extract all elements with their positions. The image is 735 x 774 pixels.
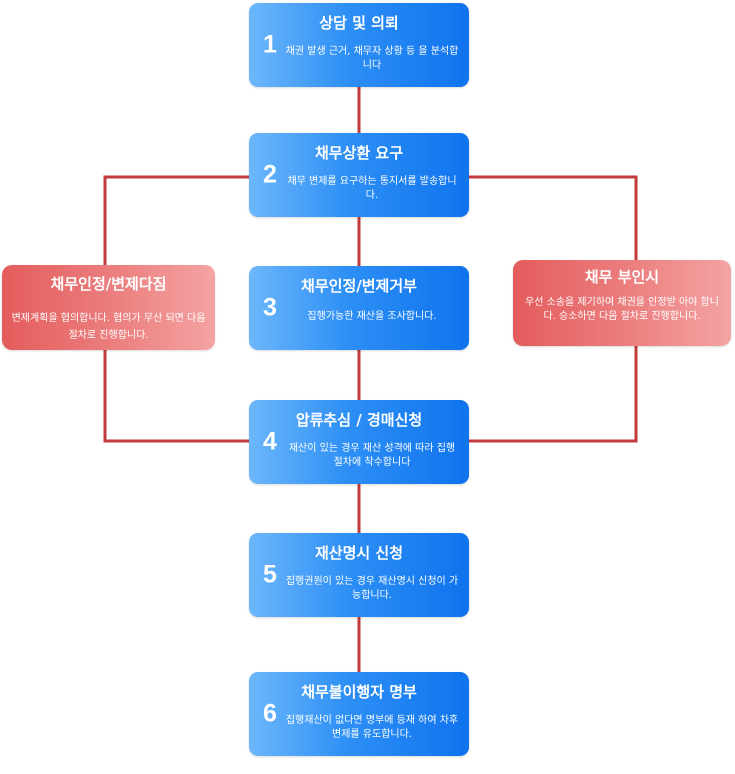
right-branch-title: 채무 부인시 xyxy=(584,268,660,286)
step-title: 채무상환 요구 xyxy=(314,144,404,162)
left-branch-box: 채무인정/변제다짐 변제계획을 협의합니다. 협의가 무산 되면 다음절차로 진… xyxy=(2,265,215,350)
right-branch-description: 우선 소송을 제기하여 채권을 인정받 아야 합니다. 승소하면 다음 절차로 … xyxy=(525,297,719,322)
step-description: 채무 변제를 요구하는 통지서를 발송합니다. xyxy=(287,176,457,201)
step-3-box: 3 채무인정/변제거부 집행가능한 재산을 조사합니다. xyxy=(249,266,469,350)
step-title: 채무인정/변제거부 xyxy=(301,277,417,295)
step-description: 집행재산이 없다면 명부에 등재 하여 차후 변제를 유도합니다. xyxy=(285,715,459,740)
step-number: 4 xyxy=(263,427,277,456)
step-title: 채무불이행자 명부 xyxy=(301,683,417,701)
step-description: 채권 발생 근거, 채무자 상황 등 을 분석합니다 xyxy=(285,46,459,71)
step-title: 재산명시 신청 xyxy=(314,544,404,562)
step-1-box: 1 상담 및 의뢰 채권 발생 근거, 채무자 상황 등 을 분석합니다 xyxy=(249,3,469,87)
step-number: 5 xyxy=(263,560,277,589)
step-number: 3 xyxy=(263,293,277,322)
step-5-box: 5 재산명시 신청 집행권원이 있는 경우 재산명시 신청이 가능합니다. xyxy=(249,533,469,617)
connector-left-branch xyxy=(103,175,249,265)
step-number: 1 xyxy=(263,30,277,59)
connector-right-branch xyxy=(469,175,638,260)
left-branch-description: 변제계획을 협의합니다. 협의가 무산 되면 다음절차로 진행합니다. xyxy=(11,313,206,341)
step-description: 재산이 있는 경우 재산 성격에 따라 집행절차에 착수합니다 xyxy=(288,443,456,468)
connector-right-merge xyxy=(469,346,638,443)
step-number: 6 xyxy=(263,699,277,728)
step-2-box: 2 채무상환 요구 채무 변제를 요구하는 통지서를 발송합니다. xyxy=(249,133,469,217)
step-description: 집행가능한 재산을 조사합니다. xyxy=(307,311,437,322)
left-branch-title: 채무인정/변제다짐 xyxy=(50,275,167,293)
step-number: 2 xyxy=(263,160,277,189)
step-4-box: 4 압류추심 / 경매신청 재산이 있는 경우 재산 성격에 따라 집행절차에 … xyxy=(249,400,469,484)
step-6-box: 6 채무불이행자 명부 집행재산이 없다면 명부에 등재 하여 차후 변제를 유… xyxy=(249,672,469,756)
step-description: 집행권원이 있는 경우 재산명시 신청이 가능합니다. xyxy=(285,576,459,601)
connector-left-merge xyxy=(103,350,249,443)
step-title: 압류추심 / 경매신청 xyxy=(295,411,423,429)
right-branch-box: 채무 부인시 우선 소송을 제기하여 채권을 인정받 아야 합니다. 승소하면 … xyxy=(513,260,731,346)
step-title: 상담 및 의뢰 xyxy=(319,14,399,32)
